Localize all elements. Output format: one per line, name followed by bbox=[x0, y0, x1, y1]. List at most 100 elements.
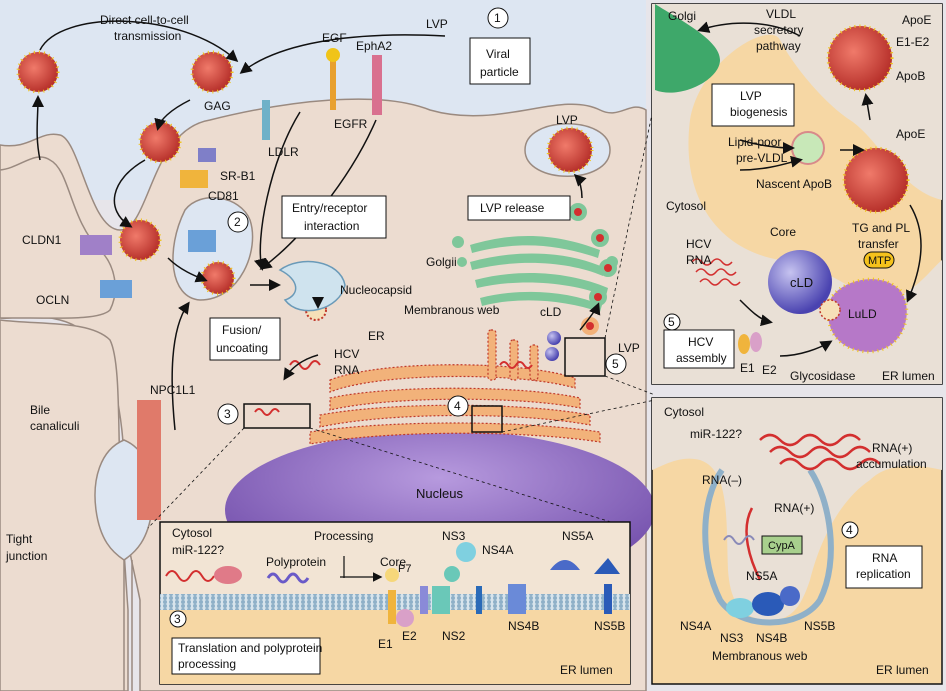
p5-lipid-poor-line2: pre-VLDL bbox=[736, 151, 788, 165]
p4-cypa: CypA bbox=[768, 540, 796, 552]
panel-replication-labels: Cytosol miR-122? RNA(+) accumulation RNA… bbox=[664, 405, 929, 677]
entry-line2: interaction bbox=[304, 219, 359, 233]
bile-line1: Bile bbox=[30, 403, 50, 417]
p4-er-lumen: ER lumen bbox=[876, 663, 929, 677]
p3-e2: E2 bbox=[402, 629, 417, 643]
panel-replication bbox=[651, 397, 943, 685]
main-labels: Direct cell-to-cell transmission LVP 1 V… bbox=[5, 11, 640, 563]
cd81-label: CD81 bbox=[208, 189, 239, 203]
nucleus-label: Nucleus bbox=[416, 486, 463, 501]
p5-cytosol: Cytosol bbox=[666, 199, 706, 213]
p5-mtp: MTP bbox=[868, 255, 891, 267]
p4-ns5b: NS5B bbox=[804, 619, 835, 633]
p3-ns3: NS3 bbox=[442, 529, 466, 543]
virus-particles bbox=[16, 50, 594, 321]
cld-droplet-2 bbox=[545, 347, 559, 361]
p3-caption-line1: Translation and polyprotein bbox=[178, 641, 322, 655]
panel-translation bbox=[159, 521, 631, 685]
lvp-release-vesicle-label: LVP bbox=[556, 113, 578, 127]
p5-e2: E2 bbox=[762, 363, 777, 377]
viral-particle-line2: particle bbox=[480, 65, 519, 79]
lvp-release-label: LVP release bbox=[480, 201, 545, 215]
p4-replication-line1: RNA bbox=[872, 551, 897, 565]
step-2: 2 bbox=[234, 215, 241, 229]
p4-membranous-web: Membranous web bbox=[712, 649, 808, 663]
p3-ns5a: NS5A bbox=[562, 529, 593, 543]
p5-hcv-assembly-line2: assembly bbox=[676, 351, 727, 365]
p4-ns4a: NS4A bbox=[680, 619, 711, 633]
p3-p7: P7 bbox=[398, 563, 411, 575]
p5-nascent-apob: Nascent ApoB bbox=[756, 177, 832, 191]
p5-hcv-rna-line2: RNA bbox=[686, 253, 711, 267]
fusion-line1: Fusion/ bbox=[222, 323, 262, 337]
p3-ns5b: NS5B bbox=[594, 619, 625, 633]
hcv-rna-line1: HCV bbox=[334, 347, 359, 361]
p3-core: Core bbox=[380, 555, 406, 569]
p5-golgi: Golgi bbox=[668, 9, 696, 23]
p4-ns4b: NS4B bbox=[756, 631, 787, 645]
entry-line1: Entry/receptor bbox=[292, 201, 367, 215]
p3-er-lumen: ER lumen bbox=[560, 663, 613, 677]
step-4: 4 bbox=[454, 399, 461, 413]
p5-apoe-top: ApoE bbox=[902, 13, 931, 27]
p5-e1e2: E1-E2 bbox=[896, 35, 930, 49]
srb1-label: SR-B1 bbox=[220, 169, 256, 183]
step-1: 1 bbox=[494, 11, 501, 25]
ocln-label: OCLN bbox=[36, 293, 69, 307]
p5-luld: LuLD bbox=[848, 307, 877, 321]
p5-glycosidase: Glycosidase bbox=[790, 369, 856, 383]
lower-left-cell bbox=[0, 319, 129, 691]
p5-apoe-mid: ApoE bbox=[896, 127, 925, 141]
receptors bbox=[80, 48, 382, 520]
p5-lvp-biogenesis-line1: LVP bbox=[740, 89, 762, 103]
egfr-label: EGFR bbox=[334, 117, 368, 131]
p5-vldl-line1: VLDL bbox=[766, 7, 796, 21]
p4-replication-line2: replication bbox=[856, 567, 911, 581]
p5-lvp-biogenesis-line2: biogenesis bbox=[730, 105, 787, 119]
p5-er-lumen: ER lumen bbox=[882, 369, 935, 383]
nucleocapsid-label: Nucleocapsid bbox=[340, 283, 412, 297]
p3-mir122: miR-122? bbox=[172, 543, 224, 557]
panel-assembly bbox=[651, 3, 943, 385]
p5-vldl-line2: secretory bbox=[754, 23, 803, 37]
p3-e1: E1 bbox=[378, 637, 393, 651]
p5-apob: ApoB bbox=[896, 69, 925, 83]
p5-core: Core bbox=[770, 225, 796, 239]
p4-ns3: NS3 bbox=[720, 631, 744, 645]
er-label: ER bbox=[368, 329, 385, 343]
p5-cld: cLD bbox=[790, 275, 813, 290]
fusion-line2: uncoating bbox=[216, 341, 268, 355]
bile-line2: canaliculi bbox=[30, 419, 79, 433]
panel-assembly-labels: Golgi VLDL secretory pathway ApoE E1-E2 … bbox=[666, 7, 935, 383]
p5-tg-pl-line1: TG and PL bbox=[852, 221, 910, 235]
golgi-label: Golgii bbox=[426, 255, 457, 269]
direct-transmission-line1: Direct cell-to-cell bbox=[100, 13, 189, 27]
p5-hcv-rna-line1: HCV bbox=[686, 237, 711, 251]
p4-rna-minus: RNA(–) bbox=[702, 473, 742, 487]
egf-label: EGF bbox=[322, 31, 347, 45]
p5-step: 5 bbox=[668, 315, 675, 329]
p3-step: 3 bbox=[174, 612, 181, 626]
p5-hcv-assembly-line1: HCV bbox=[688, 335, 713, 349]
secretory-vesicles bbox=[569, 203, 617, 335]
p5-lipid-poor-line1: Lipid-poor bbox=[728, 135, 781, 149]
step-5: 5 bbox=[612, 357, 619, 371]
viral-particle-line1: Viral bbox=[486, 47, 510, 61]
p4-rna-accum-line1: RNA(+) bbox=[872, 441, 912, 455]
p4-rna-accum-line2: accumulation bbox=[856, 457, 927, 471]
p3-caption-line2: processing bbox=[178, 657, 236, 671]
p5-tg-pl-line2: transfer bbox=[858, 237, 899, 251]
p5-e1: E1 bbox=[740, 361, 755, 375]
ldlr-label: LDLR bbox=[268, 145, 299, 159]
hcv-rna-line2: RNA bbox=[334, 363, 359, 377]
p4-step: 4 bbox=[846, 523, 853, 537]
p4-cytosol: Cytosol bbox=[664, 405, 704, 419]
npc1l1-label: NPC1L1 bbox=[150, 383, 196, 397]
lvp-top-label: LVP bbox=[426, 17, 448, 31]
p3-cytosol: Cytosol bbox=[172, 526, 212, 540]
cld-droplet-1 bbox=[547, 331, 561, 345]
p3-polyprotein: Polyprotein bbox=[266, 555, 326, 569]
p5-vldl-line3: pathway bbox=[756, 39, 801, 53]
p4-rna-plus: RNA(+) bbox=[774, 501, 814, 515]
lvp-right-label: LVP bbox=[618, 341, 640, 355]
